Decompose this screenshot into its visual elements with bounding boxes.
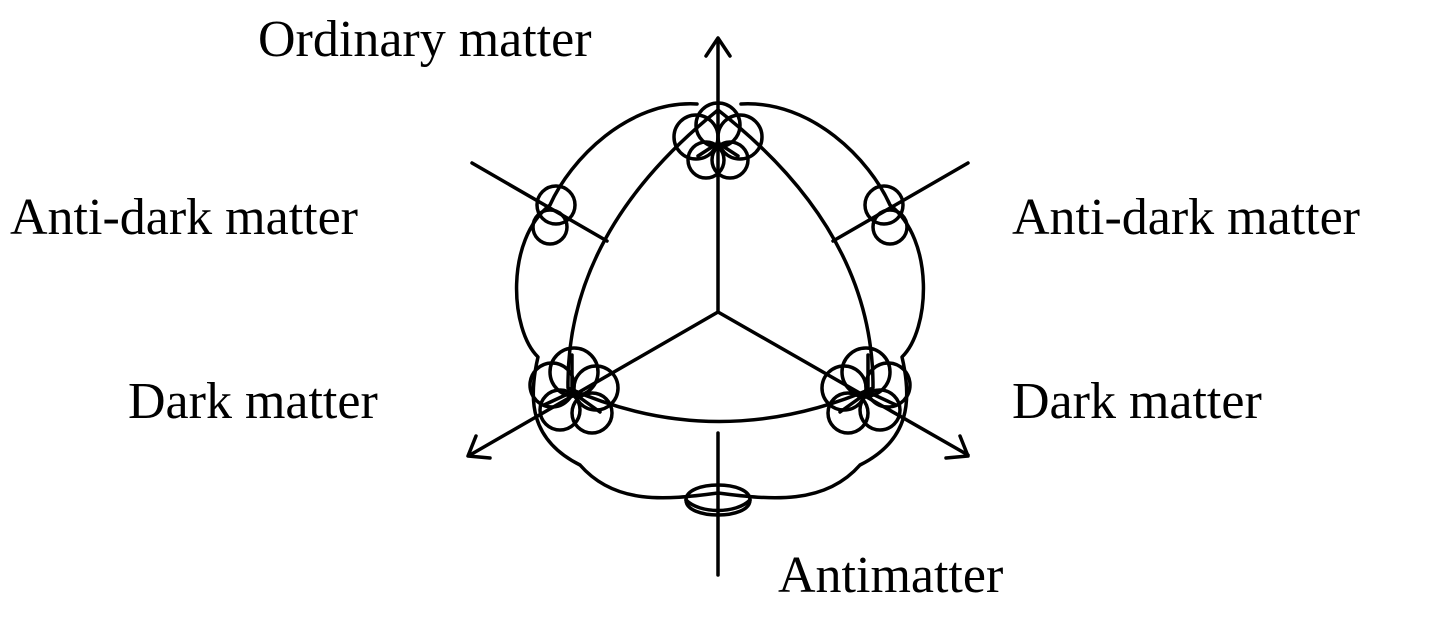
- bulge-antimatter: [684, 483, 752, 517]
- label-anti-dark-matter-right: Anti-dark matter: [1012, 189, 1360, 246]
- central-triangle: [566, 108, 875, 424]
- label-antimatter: Antimatter: [778, 547, 1003, 604]
- label-dark-matter-right: Dark matter: [1012, 373, 1262, 430]
- axis-anti-dark-matter-left: [470, 161, 609, 243]
- arrowhead-dark-matter-left: [466, 434, 492, 460]
- arrowhead-ordinary-matter: [704, 36, 732, 58]
- outer-boundary: [514, 102, 926, 500]
- labels: Ordinary matter Anti-dark matter Anti-da…: [10, 11, 1360, 604]
- cluster-dark-matter-right: [820, 346, 912, 435]
- cluster-ordinary-matter: [672, 101, 764, 180]
- cluster-dark-matter-left: [528, 346, 620, 435]
- axis-anti-dark-matter-right: [831, 161, 970, 243]
- bulge-anti-dark-matter-right: [863, 184, 909, 246]
- bulge-anti-dark-matter-left: [531, 184, 577, 246]
- arrowhead-dark-matter-right: [944, 434, 970, 460]
- label-anti-dark-matter-left: Anti-dark matter: [10, 189, 358, 246]
- label-ordinary-matter: Ordinary matter: [258, 11, 592, 68]
- label-dark-matter-left: Dark matter: [128, 373, 378, 430]
